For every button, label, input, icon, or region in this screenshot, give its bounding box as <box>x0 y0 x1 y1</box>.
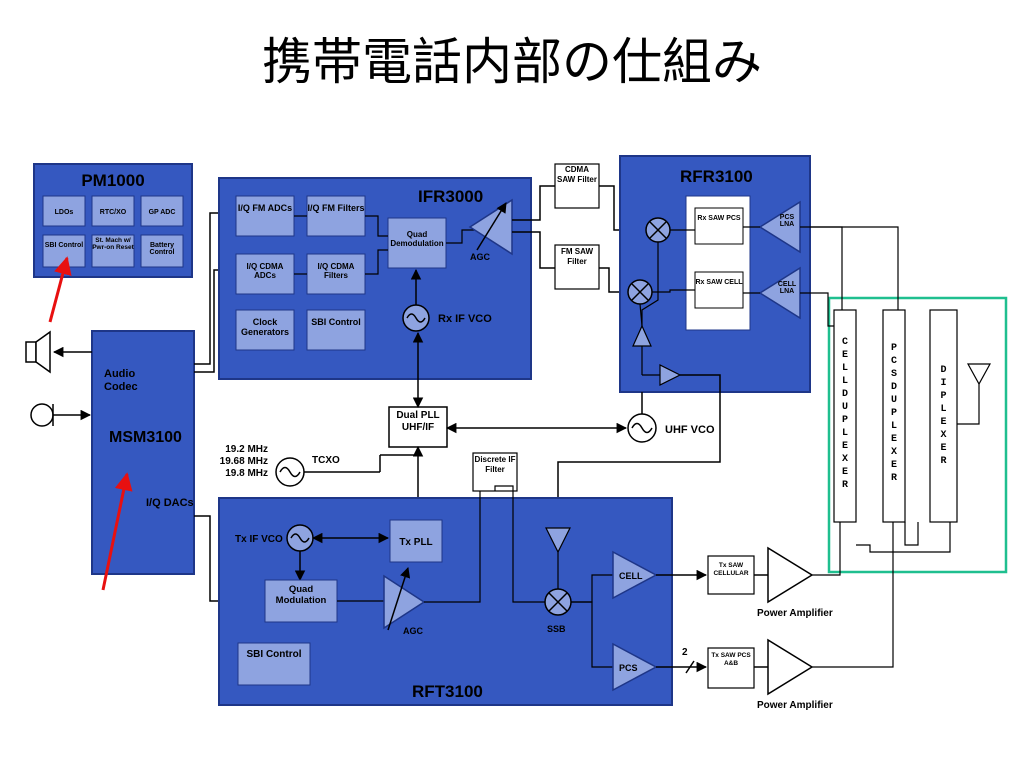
tx-saw-cellular: Tx SAW CELLULAR <box>707 555 755 595</box>
rx-saw-pcs-label: Rx SAW PCS <box>697 215 741 222</box>
red-arrow-pm1000 <box>48 256 72 323</box>
pm1000-rtc-cell <box>91 195 135 227</box>
fm-saw-label: FM SAW Filter <box>561 247 593 266</box>
pm1000-battery-cell <box>140 234 184 268</box>
ifr3000-title: IFR3000 <box>418 187 483 206</box>
duplexer-highlight-box <box>827 296 1008 574</box>
rft-ssb-label: SSB <box>547 624 566 634</box>
pm1000-battery-label: Battery Control <box>149 242 175 256</box>
rfr3100-block: RFR3100 Rx SAW PCS Rx SAW CELL PCS LNA C… <box>619 155 811 393</box>
cdma-saw-filter: CDMA SAW Filter <box>554 163 600 209</box>
speaker-icon <box>25 330 51 374</box>
rx-saw-cell-label: Rx SAW CELL <box>695 279 743 286</box>
discrete-if-filter: Discrete IF Filter <box>472 452 518 492</box>
rft-pcs-label: PCS <box>619 663 638 673</box>
ifr-iq-cdma-adcs: I/Q CDMA ADCs <box>246 262 284 280</box>
msm3100-audio-codec: Audio Codec <box>104 368 138 394</box>
rft-pcs-driver <box>612 642 658 692</box>
antenna-icon <box>957 363 992 425</box>
dual-pll-label: Dual PLL UHF/IF <box>396 410 440 433</box>
rx-if-vco-label: Rx IF VCO <box>438 313 492 325</box>
tcxo-frequencies: 19.2 MHz 19.68 MHz 19.8 MHz <box>219 444 268 479</box>
fm-saw-filter: FM SAW Filter <box>554 244 600 290</box>
rfr3100-title: RFR3100 <box>680 167 753 186</box>
ifr-iq-fm-filters: I/Q FM Filters <box>307 203 365 213</box>
rft-agc-amplifier <box>383 574 426 630</box>
pm1000-ldos-label: LDOs <box>55 209 74 216</box>
rft-cell-driver <box>612 550 658 600</box>
uhf-vco-label: UHF VCO <box>665 424 715 436</box>
rft-sbi-control: SBI Control <box>246 649 302 660</box>
msm3100-block: Audio Codec MSM3100 I/Q DACs <box>91 330 195 575</box>
cell-duplexer <box>833 309 857 523</box>
rft-agc-label: AGC <box>403 626 424 636</box>
ifr-clock-generators: Clock Generators <box>240 317 290 337</box>
power-amplifier-pcs-label: Power Amplifier <box>757 700 833 711</box>
power-amplifier-cell-label: Power Amplifier <box>757 608 833 619</box>
ifr-sbi-control: SBI Control <box>311 317 361 327</box>
pm1000-sbi-label: SBI Control <box>44 242 84 249</box>
pcs-duplexer-label: PCS DUPLEXER <box>890 343 897 484</box>
tx-saw-pcs: Tx SAW PCS A&B <box>707 647 755 689</box>
rft-quad-mod: Quad Modulation <box>275 584 327 607</box>
tx-bus-count: 2 <box>682 647 688 658</box>
rft-tx-if-vco-label: Tx IF VCO <box>235 534 283 545</box>
rft-cell-label: CELL <box>619 571 643 581</box>
dual-pll-box: Dual PLL UHF/IF <box>388 406 448 448</box>
ifr-quad-demod: Quad Demodulation <box>390 230 444 248</box>
pcs-duplexer <box>882 309 906 523</box>
tcxo-label: TCXO <box>312 455 340 466</box>
pm1000-gpadc-label: GP ADC <box>149 209 176 216</box>
rft-tx-pll: Tx PLL <box>399 537 432 548</box>
ifr-iq-cdma-filters: I/Q CDMA Filters <box>317 262 355 280</box>
pm1000-block: PM1000 LDOs RTC/XO GP ADC SBI Control St… <box>33 163 193 278</box>
power-amplifier-cell <box>767 546 814 604</box>
diplexer-label: DIPLEXER <box>940 365 947 467</box>
page-title: 携帯電話内部の仕組み <box>262 33 762 91</box>
tx-saw-pcs-label: Tx SAW PCS A&B <box>711 652 751 668</box>
red-arrow-msm3100 <box>101 472 133 591</box>
rft-buffer-down <box>545 527 571 554</box>
rft3100-title: RFT3100 <box>412 682 483 701</box>
rft3100-block: RFT3100 Tx IF VCO Tx PLL Quad Modulation… <box>218 485 673 706</box>
power-amplifier-pcs <box>767 638 814 696</box>
pm1000-gpadc-cell <box>140 195 184 227</box>
discrete-if-label: Discrete IF Filter <box>474 455 516 474</box>
ifr-iq-fm-adcs: I/Q FM ADCs <box>237 203 293 213</box>
cell-duplexer-label: CELL DUPLEXER <box>841 337 848 491</box>
microphone-icon <box>30 403 54 427</box>
tx-saw-cellular-label: Tx SAW CELLULAR <box>713 562 749 578</box>
pcs-lna-label: PCS LNA <box>779 214 795 228</box>
pm1000-stmach-label: St. Mach w/ Pwr-on Reset <box>92 237 134 252</box>
pm1000-title: PM1000 <box>81 171 144 190</box>
msm3100-title: MSM3100 <box>109 429 182 446</box>
cell-lna-label: CELL LNA <box>777 281 797 295</box>
cdma-saw-label: CDMA SAW Filter <box>556 165 597 184</box>
msm3100-iq-dacs: I/Q DACs <box>146 497 194 509</box>
ifr-agc-label: AGC <box>470 252 491 262</box>
ifr3000-block: IFR3000 I/Q FM ADCs I/Q FM Filters I/Q C… <box>218 177 532 380</box>
pm1000-stmach-cell <box>91 234 135 268</box>
pm1000-rtc-label: RTC/XO <box>100 209 127 216</box>
diplexer <box>929 309 958 523</box>
pm1000-ldos-cell <box>42 195 86 227</box>
